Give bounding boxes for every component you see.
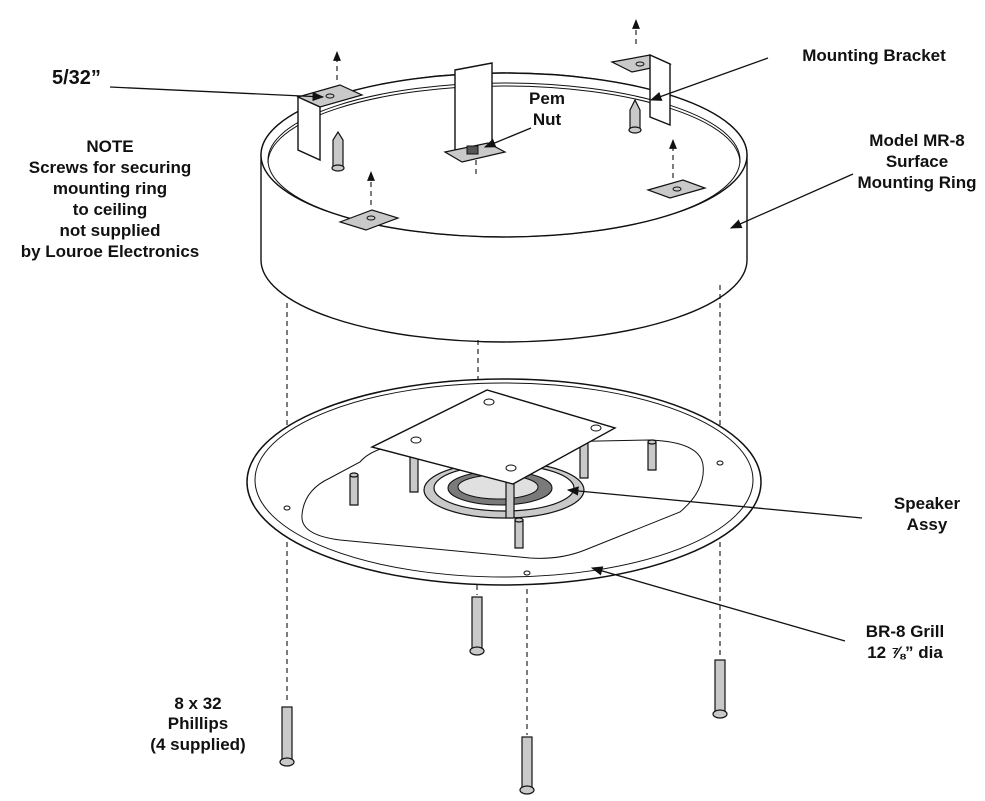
mounting-ring	[260, 72, 748, 343]
label-screws-2: Phillips	[168, 714, 228, 733]
label-speaker-2: Assy	[907, 515, 948, 534]
note-line-5: not supplied	[59, 221, 160, 240]
leader-lines	[109, 57, 863, 642]
label-screws-1: 8 x 32	[174, 694, 221, 713]
ring-bracket-bottom-right	[646, 179, 707, 199]
label-speaker-1: Speaker	[894, 494, 961, 513]
ring-bracket-left	[296, 84, 364, 162]
speaker-assembly	[370, 389, 617, 519]
ring-screw-left	[331, 130, 345, 172]
label-ring-2: Surface	[886, 152, 948, 171]
note-line-4: to ceiling	[73, 200, 148, 219]
ring-bracket-bottom-left	[338, 209, 400, 231]
up-arrows	[333, 19, 677, 205]
phillips-screw-3	[519, 736, 535, 795]
phillips-screw-2	[469, 596, 485, 656]
label-ring-3: Mounting Ring	[858, 173, 977, 192]
label-grill-2: 12 ⅞” dia	[867, 643, 943, 662]
grill-studs	[349, 439, 657, 549]
ring-screw-right	[628, 98, 642, 134]
label-grill-1: BR-8 Grill	[866, 622, 944, 641]
label-mounting-bracket: Mounting Bracket	[802, 46, 946, 65]
note-line-3: mounting ring	[53, 179, 167, 198]
label-ring-1: Model MR-8	[869, 131, 964, 150]
ring-bracket-center	[443, 62, 507, 163]
label-size: 5/32”	[52, 67, 101, 89]
note-line-2: Screws for securing	[29, 158, 192, 177]
phillips-screw-1	[279, 706, 295, 767]
label-pem-nut-1: Pem	[529, 89, 565, 108]
labels: 5/32” NOTE Screws for securing mounting …	[21, 46, 977, 754]
label-screws-3: (4 supplied)	[150, 735, 245, 754]
label-pem-nut-2: Nut	[533, 110, 562, 129]
note-line-6: by Louroe Electronics	[21, 242, 200, 261]
phillips-screw-4	[712, 659, 728, 719]
note-line-1: NOTE	[86, 137, 133, 156]
